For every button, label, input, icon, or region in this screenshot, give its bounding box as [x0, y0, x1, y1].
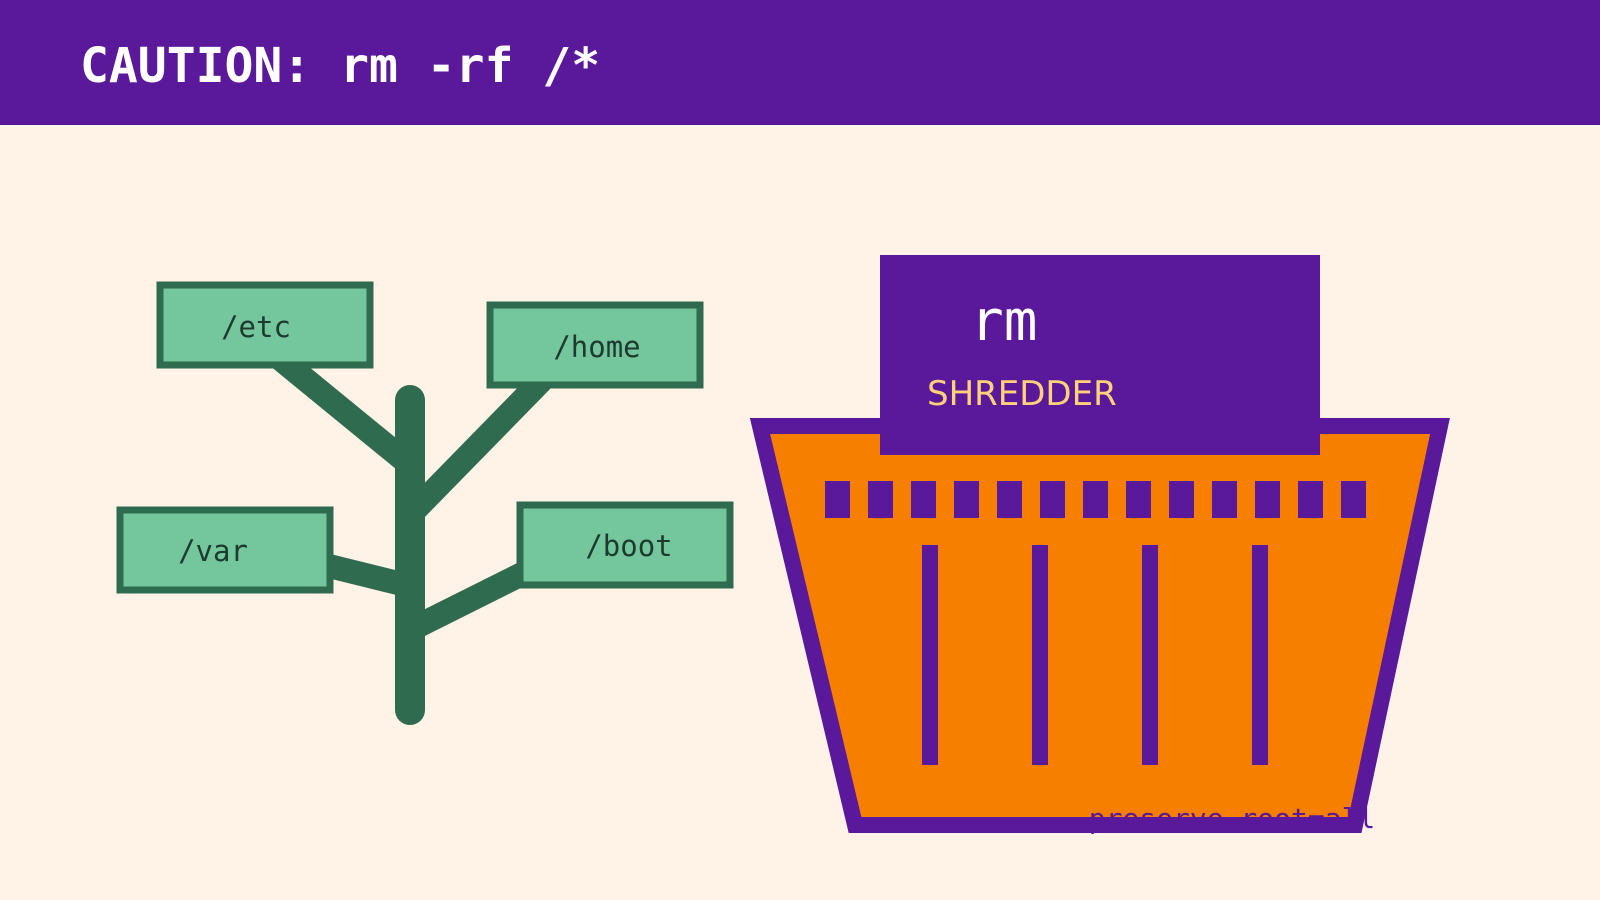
shredder-flag-text: --preserve-root=all — [1055, 802, 1375, 835]
node-home: /home — [486, 301, 704, 389]
node-boot-label: /boot — [585, 529, 672, 563]
shredder-head — [880, 255, 1320, 455]
node-var: /var — [116, 506, 334, 594]
directory-tree: /etc /home /var /boot — [116, 281, 734, 725]
shredder-subtitle: SHREDDER — [927, 374, 1117, 414]
node-etc: /etc — [156, 281, 374, 369]
node-etc-label: /etc — [221, 310, 291, 344]
shredded-strips — [922, 545, 1268, 765]
node-home-label: /home — [553, 330, 640, 364]
shredder: rm SHREDDER --preserve-root=all — [749, 255, 1450, 835]
branch-etc — [270, 347, 418, 475]
branch-home — [401, 368, 554, 524]
branch-var — [322, 553, 413, 598]
branch-boot — [404, 559, 536, 641]
page-title: CAUTION: rm -rf /* — [80, 38, 601, 94]
shredder-title: rm — [970, 289, 1037, 354]
header-bar: CAUTION: rm -rf /* — [0, 0, 1600, 125]
node-var-label: /var — [178, 534, 248, 568]
shredder-teeth — [825, 481, 1366, 518]
node-boot: /boot — [516, 501, 734, 589]
